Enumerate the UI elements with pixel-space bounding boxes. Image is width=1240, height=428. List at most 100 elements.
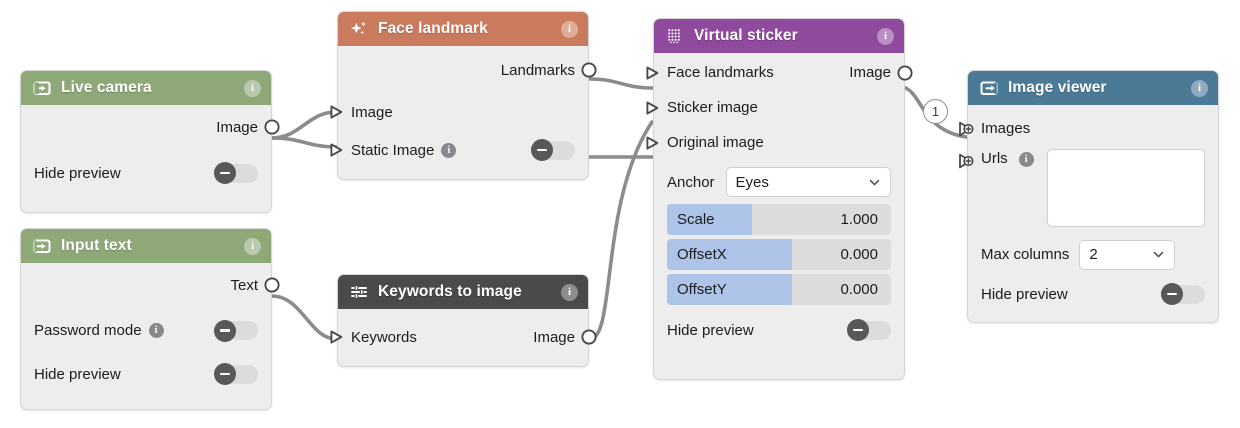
port-row-output-image: Image (21, 105, 280, 149)
toggle-row-hide-preview[interactable]: Hide preview (968, 275, 1218, 313)
input-port-urls-list[interactable] (957, 152, 976, 170)
input-port-images-list[interactable] (957, 120, 976, 138)
port-label-image: Image (216, 118, 258, 136)
input-port-sticker-image[interactable] (645, 100, 660, 116)
info-icon[interactable]: i (244, 237, 261, 255)
port-label-sticker-image: Sticker image (667, 99, 758, 116)
port-row-original-image: Original image (646, 125, 904, 160)
node-body-input-text: Text Password mode i Hide preview (21, 263, 280, 396)
hide-preview-toggle[interactable] (214, 363, 258, 385)
slider-value-offsety: 0.000 (840, 281, 878, 298)
anchor-label: Anchor (667, 173, 715, 191)
dot-grid-icon (665, 26, 685, 46)
port-label-static-image: Static Image (351, 141, 435, 159)
anchor-select[interactable]: Eyes (725, 167, 891, 197)
slider-offsety[interactable]: OffsetY 0.000 (667, 274, 891, 305)
hide-preview-toggle[interactable] (847, 319, 891, 341)
toggle-row-password-mode[interactable]: Password mode i (21, 307, 271, 354)
node-image-viewer[interactable]: Image viewer i Images (959, 70, 1219, 323)
node-keywords-to-image[interactable]: Keywords to image i Keywords Image (330, 274, 597, 367)
node-header-face-landmark[interactable]: Face landmark i (338, 12, 588, 46)
port-row-urls: Urls i (959, 146, 1218, 227)
port-label-image: Image (533, 328, 575, 346)
node-virtual-sticker[interactable]: Virtual sticker i Face landmarks Image S… (646, 18, 913, 380)
slider-scale[interactable]: Scale 1.000 (667, 204, 891, 235)
port-label-face-landmarks: Face landmarks (667, 64, 774, 81)
node-title-face-landmark: Face landmark (378, 20, 488, 37)
node-title-input-text: Input text (61, 237, 132, 254)
node-title-keywords-to-image: Keywords to image (378, 283, 522, 300)
toggle-row-hide-preview[interactable]: Hide preview (21, 149, 271, 197)
info-icon[interactable]: i (561, 20, 578, 38)
port-row-input-image: Image (330, 94, 588, 130)
info-icon[interactable]: i (1191, 79, 1208, 97)
toggle-row-hide-preview[interactable]: Hide preview (21, 354, 271, 394)
edge-facelandmark-landmarks-to-virtualsticker-facelandmarks (588, 77, 654, 90)
info-icon[interactable]: i (148, 323, 164, 338)
max-columns-row[interactable]: Max columns 2 (968, 226, 1218, 275)
urls-textarea[interactable] (1046, 149, 1205, 227)
node-title-image-viewer: Image viewer (1008, 79, 1107, 96)
port-row-output-landmarks: Landmarks (338, 46, 597, 94)
info-icon[interactable]: i (561, 283, 578, 301)
output-port-image[interactable] (581, 329, 597, 345)
slider-label-offsety: OffsetY (677, 281, 727, 298)
slider-fill (667, 239, 793, 270)
node-header-keywords-to-image[interactable]: Keywords to image i (338, 275, 588, 309)
toggle-label-hide-preview: Hide preview (34, 365, 121, 383)
edge-count-badge[interactable]: 1 (923, 99, 948, 124)
port-row-sticker-image: Sticker image (646, 90, 904, 125)
output-port-text[interactable] (264, 277, 280, 293)
hide-preview-toggle[interactable] (1161, 283, 1205, 305)
output-port-image[interactable] (264, 119, 280, 135)
node-face-landmark[interactable]: Face landmark i Landmarks Image (330, 11, 597, 180)
slider-label-scale: Scale (677, 211, 715, 228)
toggle-row-hide-preview[interactable]: Hide preview (654, 309, 904, 351)
info-icon[interactable]: i (877, 27, 894, 45)
node-header-live-camera[interactable]: Live camera i (21, 71, 271, 105)
max-columns-select[interactable]: 2 (1079, 239, 1176, 270)
toggle-label-hide-preview: Hide preview (667, 321, 754, 339)
password-mode-toggle[interactable] (214, 319, 258, 342)
slider-offsetx[interactable]: OffsetX 0.000 (667, 239, 891, 270)
port-row-output-text: Text (21, 263, 280, 307)
info-icon[interactable]: i (441, 142, 457, 158)
slider-value-offsetx: 0.000 (840, 246, 878, 263)
slider-fill (667, 274, 793, 305)
port-row-keywords-image: Keywords Image (330, 309, 597, 365)
node-header-input-text[interactable]: Input text i (21, 229, 271, 263)
output-arrow-icon (979, 78, 999, 98)
output-port-landmarks[interactable] (581, 62, 597, 78)
chevron-down-icon (868, 176, 881, 189)
info-icon[interactable]: i (244, 79, 261, 97)
input-port-image[interactable] (329, 104, 344, 120)
toggle-label-hide-preview: Hide preview (34, 164, 121, 182)
edge-keywordstoimage-image-to-virtualsticker-stickerimage (588, 120, 654, 341)
input-port-keywords[interactable] (329, 329, 344, 345)
input-port-original-image[interactable] (645, 135, 660, 151)
input-port-static-image[interactable] (329, 142, 344, 158)
hide-preview-toggle[interactable] (214, 162, 258, 184)
toggle-label-hide-preview: Hide preview (981, 285, 1068, 303)
node-body-image-viewer: Images Urls i Max columns 2 (959, 110, 1218, 315)
anchor-select-row[interactable]: Anchor Eyes (654, 160, 904, 204)
info-icon[interactable]: i (1018, 152, 1034, 167)
slider-fill (667, 204, 753, 235)
port-row-face-landmarks: Face landmarks Image (646, 55, 913, 90)
edge-livecamera-image-to-facelandmark-image (270, 110, 338, 140)
input-port-face-landmarks[interactable] (645, 65, 660, 81)
anchor-selected-value: Eyes (735, 173, 769, 191)
port-label-image: Image (849, 64, 891, 81)
node-header-image-viewer[interactable]: Image viewer i (968, 71, 1218, 105)
output-port-image[interactable] (897, 65, 913, 81)
node-live-camera[interactable]: Live camera i Image Hide preview (20, 70, 280, 213)
sliders-icon (349, 282, 369, 302)
static-image-toggle[interactable] (531, 139, 575, 161)
node-header-virtual-sticker[interactable]: Virtual sticker i (654, 19, 904, 53)
port-label-text: Text (230, 276, 258, 294)
node-body-keywords-to-image: Keywords Image (330, 309, 597, 367)
node-input-text[interactable]: Input text i Text Password mode i Hide p… (20, 228, 280, 410)
chevron-down-icon (1152, 248, 1165, 261)
sparkle-icon (349, 19, 369, 39)
